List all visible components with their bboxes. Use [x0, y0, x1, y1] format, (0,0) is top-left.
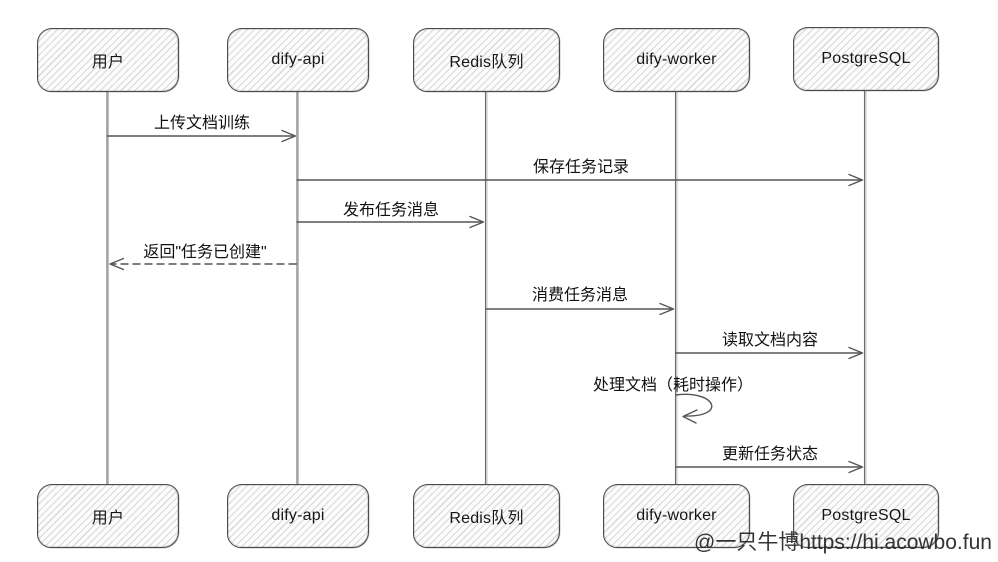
participant-box-dify-worker-bottom: dify-worker [603, 484, 750, 548]
selfloop-process-document [675, 393, 713, 424]
participant-box-user-top: 用户 [37, 28, 179, 92]
participant-box-redis-queue-bottom: Redis队列 [413, 484, 560, 548]
arrow-publish-task-message [296, 215, 485, 229]
arrow-read-document-content [675, 346, 864, 360]
message-label-process-document: 处理文档（耗时操作） [592, 377, 754, 394]
participant-label-dify-worker: dify-worker [636, 507, 717, 524]
participant-box-dify-api-bottom: dify-api [227, 484, 369, 548]
watermark-text: @一只牛博https://hi.acowbo.fun [694, 531, 992, 554]
lifelines [106, 90, 867, 486]
participant-box-user-bottom: 用户 [37, 484, 179, 548]
participant-label-dify-api: dify-api [271, 507, 325, 524]
participant-label-postgresql: PostgreSQL [821, 50, 911, 67]
message-label-return-task-created: 返回"任务已创建" [143, 244, 267, 261]
participant-label-postgresql: PostgreSQL [821, 507, 911, 524]
participant-label-redis-queue: Redis队列 [449, 510, 524, 527]
participant-label-redis-queue: Redis队列 [449, 54, 524, 71]
arrow-save-task-record [296, 173, 864, 187]
participant-label-dify-worker: dify-worker [636, 51, 717, 68]
arrow-return-task-created [109, 257, 297, 271]
participant-box-dify-worker-top: dify-worker [603, 28, 750, 92]
message-label-consume-task: 消费任务消息 [531, 287, 629, 304]
participant-box-postgresql-top: PostgreSQL [793, 27, 939, 91]
message-label-update-task-status: 更新任务状态 [721, 446, 819, 463]
participant-label-user: 用户 [91, 54, 125, 71]
arrow-upload-train [106, 129, 297, 143]
arrow-consume-task-message [485, 302, 675, 316]
message-label-publish-task: 发布任务消息 [342, 202, 440, 219]
participant-label-dify-api: dify-api [271, 51, 325, 68]
message-label-save-task-record: 保存任务记录 [532, 159, 630, 176]
message-label-upload-train: 上传文档训练 [153, 115, 251, 132]
participant-box-dify-api-top: dify-api [227, 28, 369, 92]
message-label-read-document: 读取文档内容 [721, 332, 819, 349]
arrow-update-task-status [675, 460, 864, 474]
participant-box-redis-queue-top: Redis队列 [413, 28, 560, 92]
participant-box-postgresql-bottom: PostgreSQL [793, 484, 939, 548]
participant-label-user: 用户 [91, 510, 125, 527]
